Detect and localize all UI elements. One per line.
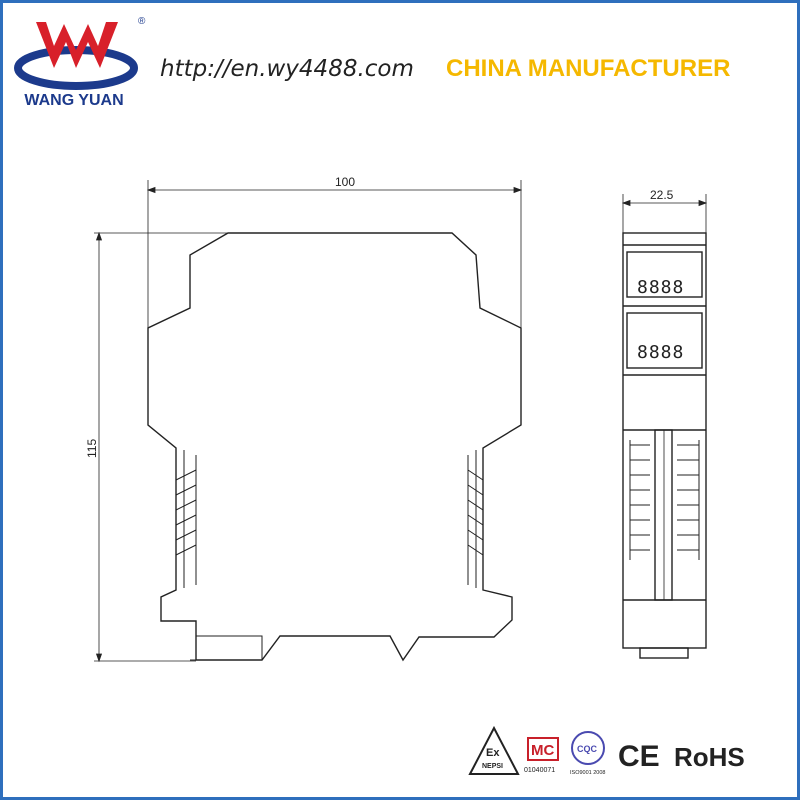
side-view xyxy=(622,232,707,659)
height-dimension xyxy=(94,231,228,663)
side-terminal-slots xyxy=(629,440,700,560)
wang-yuan-logo: ® xyxy=(14,16,146,90)
height-label: 115 xyxy=(85,439,99,458)
left-terminal-grille xyxy=(175,448,197,590)
svg-text:ISO9001 2008: ISO9001 2008 xyxy=(570,770,605,776)
website-url[interactable]: http://en.wy4488.com xyxy=(160,56,414,82)
registered-mark: ® xyxy=(138,16,146,27)
mc-mark: MC 01040071 xyxy=(524,737,559,774)
brand-name: WANG YUAN xyxy=(24,92,124,109)
svg-text:Ex: Ex xyxy=(486,747,500,759)
ex-nepsi-mark: Ex NEPSI xyxy=(468,725,520,775)
svg-text:01040071: 01040071 xyxy=(524,767,555,774)
right-terminal-grille xyxy=(467,448,484,590)
depth-label: 22.5 xyxy=(650,188,674,202)
ce-mark: CE xyxy=(618,740,660,773)
svg-text:NEPSI: NEPSI xyxy=(482,763,503,770)
svg-text:MC: MC xyxy=(531,742,554,759)
front-view-outline xyxy=(147,232,522,662)
rohs-mark: RoHS xyxy=(674,742,745,772)
cqc-mark: CQC ISO9001 2008 xyxy=(570,731,605,776)
bottom-display: 8888 xyxy=(637,342,684,363)
tagline: CHINA MANUFACTURER xyxy=(446,55,731,82)
width-label: 100 xyxy=(335,175,355,189)
din-rail-clip xyxy=(190,635,263,661)
svg-text:CQC: CQC xyxy=(577,744,598,754)
certification-marks: Ex NEPSI MC 01040071 CQC ISO9001 2008 CE… xyxy=(468,725,745,776)
top-display: 8888 xyxy=(637,277,684,298)
width-dimension xyxy=(146,180,523,328)
depth-dimension xyxy=(621,194,708,236)
